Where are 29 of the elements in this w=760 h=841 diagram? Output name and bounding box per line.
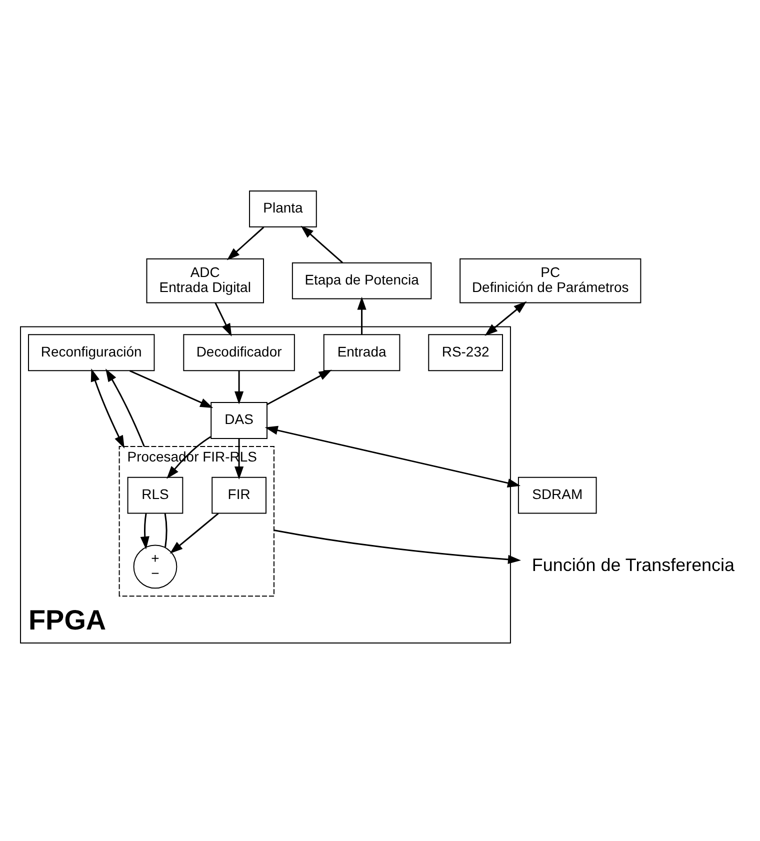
node-box: Reconfiguración [28, 334, 155, 371]
node-box: ADC Entrada Digital [146, 258, 264, 303]
connector [164, 512, 168, 547]
node-box: RS-232 [428, 334, 503, 371]
node-box: PC Definición de Parámetros [460, 258, 642, 303]
arrow [484, 300, 527, 336]
node-box: SDRAM [518, 476, 597, 514]
arrow [264, 425, 521, 487]
arrow [357, 296, 366, 334]
arrow [274, 529, 521, 564]
node-box: FIR [212, 476, 266, 514]
arrow [106, 368, 145, 446]
arrow [226, 226, 264, 260]
arrow [90, 368, 124, 448]
node-circle: + − [133, 544, 178, 588]
arrow [266, 369, 332, 405]
node-box: Planta [249, 190, 317, 227]
arrow [300, 225, 344, 263]
arrow [129, 370, 214, 408]
node-box: Etapa de Potencia [292, 262, 432, 299]
node-text: Función de Transferencia [532, 554, 735, 575]
node-box: Decodificador [183, 334, 295, 371]
arrow [170, 512, 219, 554]
node-box: Entrada [323, 334, 400, 371]
node-box: DAS [210, 402, 268, 438]
arrow [234, 370, 244, 404]
arrow [140, 512, 150, 550]
node-box: RLS [127, 476, 184, 514]
arrow [214, 302, 232, 336]
